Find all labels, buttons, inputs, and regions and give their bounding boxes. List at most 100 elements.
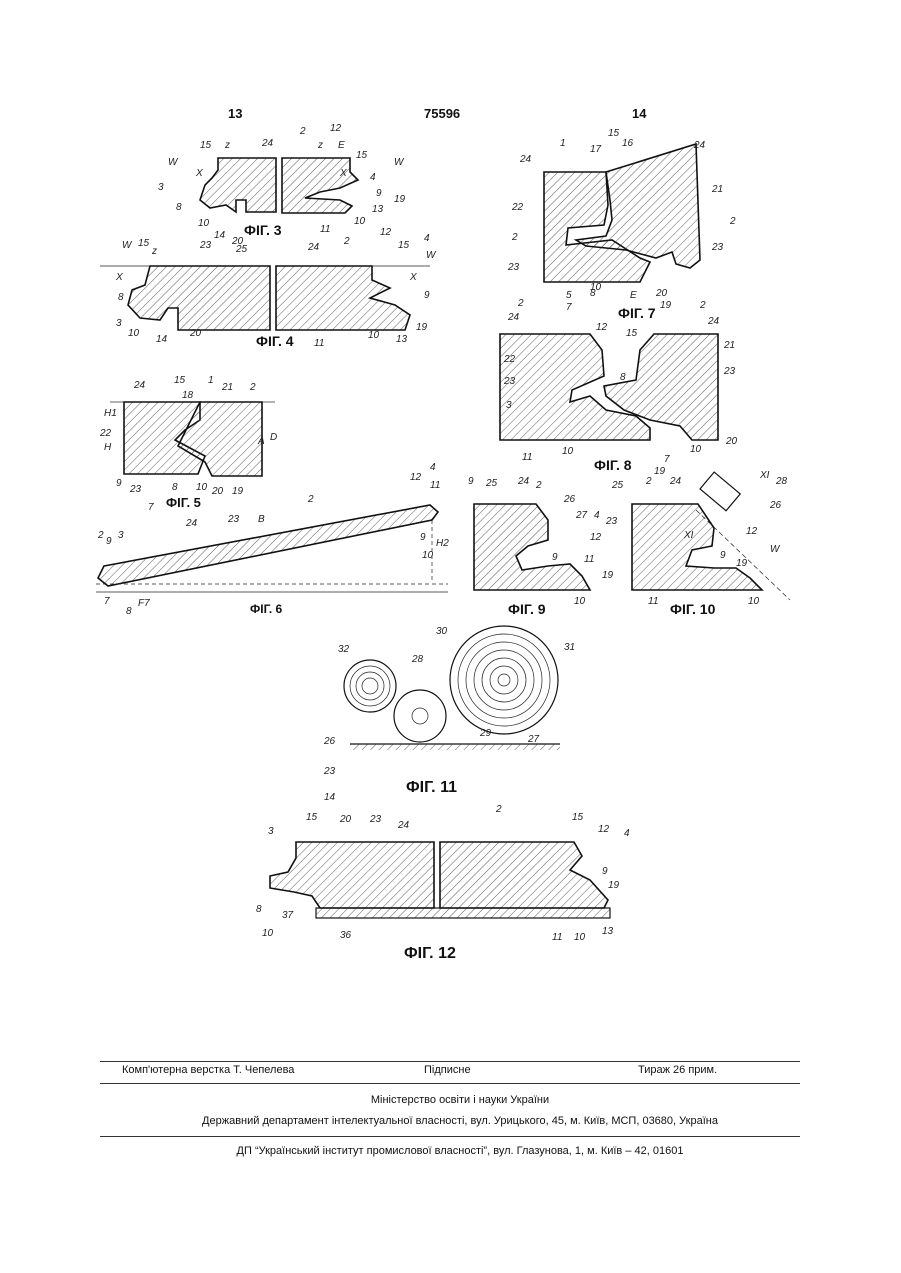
svg-text:23: 23 (369, 814, 382, 825)
svg-text:23: 23 (503, 376, 516, 387)
svg-text:3: 3 (158, 182, 164, 193)
svg-text:E: E (338, 140, 345, 151)
figure-12: 315 2023 242 1512 49 1914 837 1036 1110 … (256, 792, 630, 962)
svg-text:13: 13 (602, 926, 614, 937)
svg-text:9: 9 (106, 536, 112, 547)
svg-text:15: 15 (572, 812, 584, 823)
fig9-label: ФІГ. 9 (508, 601, 546, 617)
svg-text:19: 19 (660, 300, 672, 311)
svg-text:7: 7 (104, 596, 110, 607)
svg-text:7: 7 (148, 502, 154, 513)
svg-text:24: 24 (519, 154, 532, 165)
svg-text:11: 11 (584, 554, 594, 565)
svg-text:32: 32 (338, 644, 350, 655)
svg-text:24: 24 (307, 242, 320, 253)
svg-text:36: 36 (340, 930, 352, 941)
svg-text:17: 17 (590, 144, 602, 155)
svg-text:11: 11 (314, 338, 324, 349)
svg-text:2: 2 (699, 300, 706, 311)
figure-10: 252 24XI 2826 2312 XIW 919 1110 ФІГ. 10 (605, 470, 790, 617)
svg-text:24: 24 (261, 138, 274, 149)
fig11-label: ФІГ. 11 (406, 779, 457, 796)
signed-note: Підписне (424, 1064, 471, 1076)
figure-3: 242 1215 zz E15 WW XX 34 919 813 1014 20… (158, 123, 406, 247)
svg-text:8: 8 (118, 292, 124, 303)
svg-text:12: 12 (590, 532, 602, 543)
svg-text:31: 31 (564, 642, 575, 653)
svg-text:11: 11 (320, 224, 330, 235)
svg-text:25: 25 (611, 480, 624, 491)
svg-text:7: 7 (664, 454, 670, 465)
svg-text:19: 19 (394, 194, 406, 205)
svg-text:2: 2 (249, 382, 256, 393)
svg-text:2: 2 (495, 804, 502, 815)
svg-text:15: 15 (138, 238, 150, 249)
svg-text:27: 27 (575, 510, 588, 521)
svg-text:W: W (770, 544, 781, 555)
svg-text:X: X (339, 168, 347, 179)
figure-5: 2415 121 2H1 1822 DA H9 237 810 2019 ФІГ… (99, 375, 277, 513)
svg-text:2: 2 (299, 126, 306, 137)
svg-text:22: 22 (511, 202, 524, 213)
svg-text:3: 3 (118, 530, 124, 541)
svg-text:8: 8 (172, 482, 178, 493)
svg-text:26: 26 (563, 494, 576, 505)
svg-text:23: 23 (129, 484, 142, 495)
svg-text:2: 2 (535, 480, 542, 491)
svg-text:21: 21 (723, 340, 735, 351)
svg-text:10: 10 (368, 330, 380, 341)
svg-text:D: D (270, 432, 277, 443)
svg-text:27: 27 (527, 734, 540, 745)
svg-text:10: 10 (690, 444, 702, 455)
svg-text:XI: XI (683, 530, 694, 541)
svg-text:19: 19 (602, 570, 614, 581)
svg-text:3: 3 (268, 826, 274, 837)
svg-text:14: 14 (324, 792, 336, 803)
svg-text:2: 2 (97, 530, 104, 541)
svg-text:10: 10 (574, 932, 586, 943)
svg-text:E: E (630, 290, 637, 301)
svg-text:2: 2 (645, 476, 652, 487)
svg-text:19: 19 (232, 486, 244, 497)
svg-text:26: 26 (323, 736, 336, 747)
svg-text:14: 14 (156, 334, 168, 345)
svg-text:11: 11 (552, 932, 562, 943)
svg-text:20: 20 (339, 814, 352, 825)
svg-text:25: 25 (235, 244, 248, 255)
svg-text:11: 11 (522, 452, 532, 463)
svg-text:10: 10 (354, 216, 366, 227)
svg-text:2: 2 (517, 298, 524, 309)
fig8-label: ФІГ. 8 (594, 457, 632, 473)
department-line: Державний департамент інтелектуальної вл… (120, 1115, 800, 1127)
svg-text:9: 9 (420, 532, 426, 543)
svg-text:10: 10 (196, 482, 208, 493)
svg-text:X: X (115, 272, 123, 283)
svg-text:10: 10 (422, 550, 434, 561)
svg-text:H1: H1 (104, 408, 117, 419)
svg-text:z: z (317, 140, 323, 151)
svg-text:19: 19 (416, 322, 428, 333)
svg-text:1: 1 (560, 138, 566, 149)
svg-text:12: 12 (380, 227, 392, 238)
svg-text:4: 4 (430, 462, 436, 473)
svg-text:19: 19 (654, 466, 666, 477)
svg-text:W: W (168, 157, 179, 168)
figure-4: W15 z23 2524 212 154 WX X8 93 1014 2011 … (100, 227, 437, 349)
svg-text:4: 4 (424, 233, 430, 244)
svg-text:B: B (258, 514, 265, 525)
svg-text:24: 24 (669, 476, 682, 487)
svg-text:26: 26 (769, 500, 782, 511)
svg-text:H2: H2 (436, 538, 449, 549)
svg-text:10: 10 (128, 328, 140, 339)
svg-text:12: 12 (410, 472, 422, 483)
figure-6: 29 324 23B 212 411 9H2 107 F78 ФІГ. 6 (96, 462, 449, 617)
svg-text:13: 13 (396, 334, 408, 345)
svg-text:23: 23 (507, 262, 520, 273)
svg-text:10: 10 (748, 596, 760, 607)
svg-text:F7: F7 (138, 598, 150, 609)
svg-text:20: 20 (655, 288, 668, 299)
svg-text:X: X (195, 168, 203, 179)
svg-text:1: 1 (208, 375, 214, 386)
footer-rule-bottom (100, 1136, 800, 1137)
svg-text:23: 23 (199, 240, 212, 251)
